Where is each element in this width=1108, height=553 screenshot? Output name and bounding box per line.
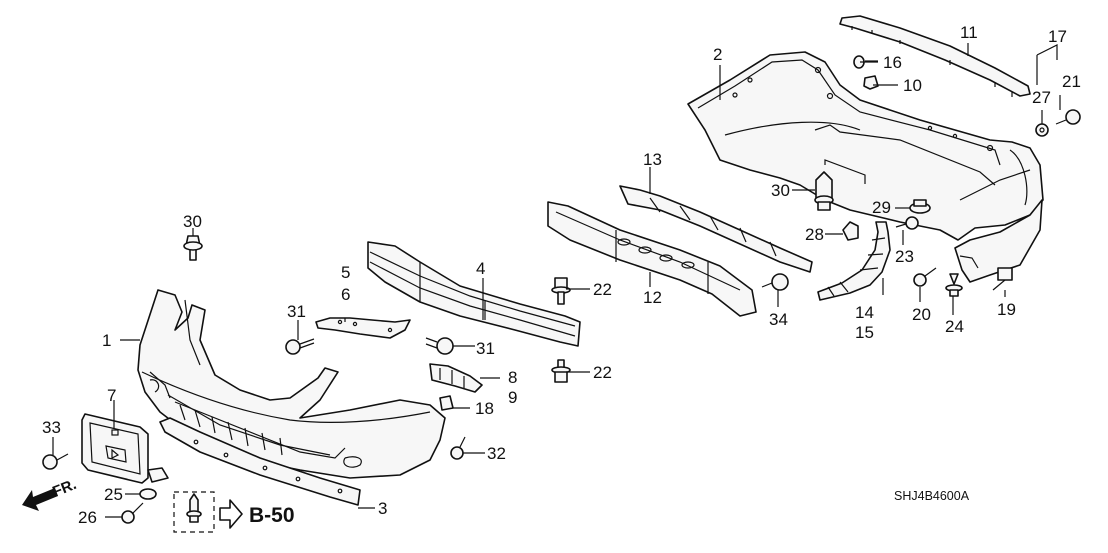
bolt-34[interactable] <box>761 273 789 291</box>
nut-29[interactable] <box>909 199 931 214</box>
bolt-22-upper[interactable] <box>551 277 571 305</box>
reference-b50[interactable]: B-50 <box>173 491 295 533</box>
clip-10[interactable] <box>863 75 879 90</box>
bolt-22-lower[interactable] <box>551 359 571 383</box>
callout-3[interactable]: 3 <box>378 499 387 518</box>
rear-bumper-corner[interactable] <box>954 199 1043 283</box>
callout-4[interactable]: 4 <box>476 259 485 278</box>
rear-bumper-absorber[interactable] <box>619 185 813 273</box>
screw-20[interactable] <box>913 267 937 287</box>
callout-21[interactable]: 21 <box>1062 72 1081 91</box>
callout-22-lower[interactable]: 22 <box>593 363 612 382</box>
rear-bumper-beam[interactable] <box>547 201 757 317</box>
callout-1[interactable]: 1 <box>102 331 111 350</box>
arrow-right-icon <box>219 499 243 529</box>
callout-17[interactable]: 17 <box>1048 27 1067 46</box>
callout-20[interactable]: 20 <box>912 305 931 324</box>
washer-27[interactable] <box>1035 123 1049 137</box>
callout-34[interactable]: 34 <box>769 310 788 329</box>
leader-lines <box>52 43 1061 518</box>
front-lower-spoiler[interactable] <box>159 417 361 506</box>
callout-19[interactable]: 19 <box>997 300 1016 319</box>
callout-32[interactable]: 32 <box>487 444 506 463</box>
front-bumper-beam[interactable] <box>367 241 581 347</box>
direction-label: FR. <box>50 476 79 501</box>
callout-8[interactable]: 8 <box>508 368 517 387</box>
grommet-25[interactable] <box>139 488 157 500</box>
callout-30-rear[interactable]: 30 <box>771 181 790 200</box>
callout-6[interactable]: 6 <box>341 285 350 304</box>
clip-30-front[interactable] <box>183 235 203 261</box>
callout-31-right[interactable]: 31 <box>476 339 495 358</box>
bolt-31-left[interactable] <box>285 338 315 355</box>
callout-26[interactable]: 26 <box>78 508 97 527</box>
callout-7[interactable]: 7 <box>107 386 116 405</box>
callout-13[interactable]: 13 <box>643 150 662 169</box>
clip-reference-box <box>173 491 215 533</box>
bolt-31-right[interactable] <box>425 337 454 355</box>
front-bumper-face[interactable] <box>137 289 446 479</box>
clip-18[interactable] <box>439 395 454 411</box>
screw-32[interactable] <box>450 436 466 460</box>
callout-25[interactable]: 25 <box>104 485 123 504</box>
callout-22-upper[interactable]: 22 <box>593 280 612 299</box>
callout-11[interactable]: 11 <box>960 23 978 42</box>
callout-27[interactable]: 27 <box>1032 88 1051 107</box>
nut-19[interactable] <box>997 267 1013 281</box>
callout-31-left[interactable]: 31 <box>287 302 306 321</box>
rear-side-bracket[interactable] <box>817 221 891 301</box>
screw-23[interactable] <box>895 216 919 230</box>
clip-24[interactable] <box>945 273 963 297</box>
license-plate-base[interactable] <box>81 413 169 484</box>
callout-9[interactable]: 9 <box>508 388 517 407</box>
callout-16[interactable]: 16 <box>883 53 902 72</box>
callout-14[interactable]: 14 <box>855 303 874 322</box>
callout-18[interactable]: 18 <box>475 399 494 418</box>
clip-28[interactable] <box>842 221 859 241</box>
diagram-code: SHJ4B4600A <box>894 489 970 503</box>
clip-30-rear[interactable] <box>814 171 834 211</box>
callout-23[interactable]: 23 <box>895 247 914 266</box>
callout-29[interactable]: 29 <box>872 198 891 217</box>
callout-28[interactable]: 28 <box>805 225 824 244</box>
callout-2[interactable]: 2 <box>713 45 722 64</box>
front-direction-arrow: FR. <box>22 476 79 511</box>
bolt-21[interactable] <box>1055 109 1081 125</box>
callout-33[interactable]: 33 <box>42 418 61 437</box>
front-side-spacer[interactable] <box>429 363 483 393</box>
front-bumper-bracket[interactable] <box>315 317 411 339</box>
rear-spoiler-strip[interactable] <box>839 15 1031 97</box>
screw-33[interactable] <box>42 453 69 470</box>
callout-15[interactable]: 15 <box>855 323 874 342</box>
screw-26[interactable] <box>121 502 144 524</box>
callout-24[interactable]: 24 <box>945 317 964 336</box>
callout-12[interactable]: 12 <box>643 288 662 307</box>
callout-5[interactable]: 5 <box>341 263 350 282</box>
callout-10[interactable]: 10 <box>903 76 922 95</box>
callout-30-front[interactable]: 30 <box>183 212 202 231</box>
reference-label[interactable]: B-50 <box>249 504 295 527</box>
